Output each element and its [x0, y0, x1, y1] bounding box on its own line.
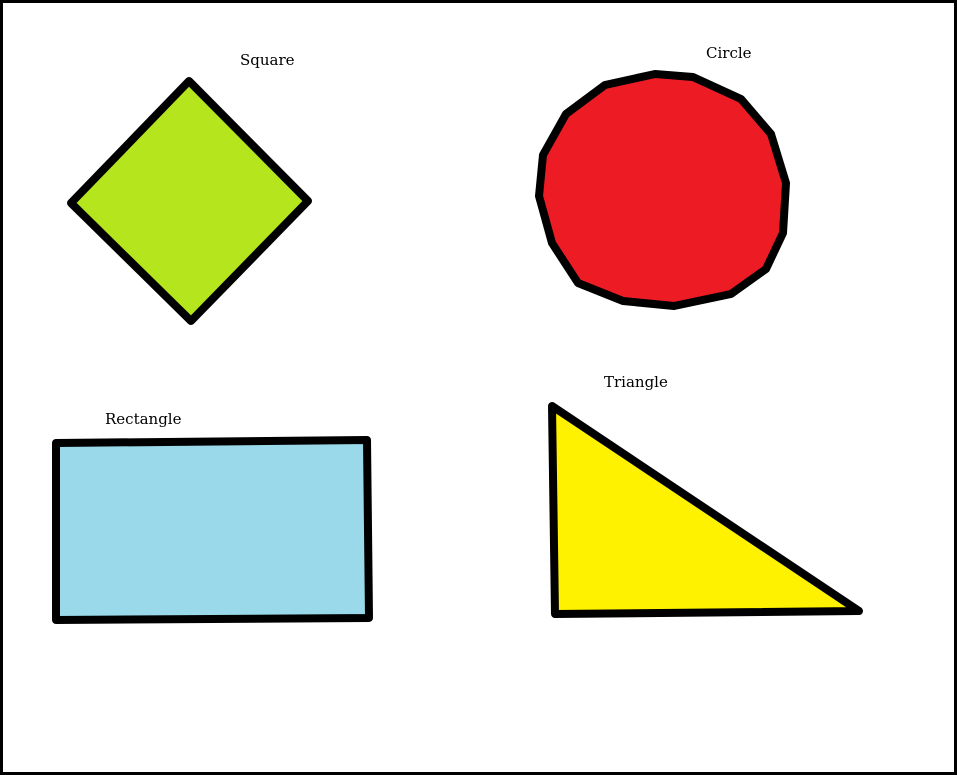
- square-group: Square: [67, 51, 312, 325]
- circle-group: Circle: [535, 44, 790, 310]
- square-shape: [67, 77, 312, 325]
- rectangle-group: Rectangle: [52, 410, 373, 624]
- triangle-shape: [548, 402, 863, 618]
- triangle-label: Triangle: [604, 373, 668, 391]
- circle-label: Circle: [706, 44, 752, 62]
- shapes-drawing: Square Circle Rectangle Triangle: [52, 44, 863, 624]
- circle-shape: [535, 70, 790, 310]
- rectangle-shape: [52, 436, 373, 624]
- square-label: Square: [240, 51, 295, 69]
- triangle-group: Triangle: [548, 373, 863, 618]
- rectangle-label: Rectangle: [105, 410, 182, 428]
